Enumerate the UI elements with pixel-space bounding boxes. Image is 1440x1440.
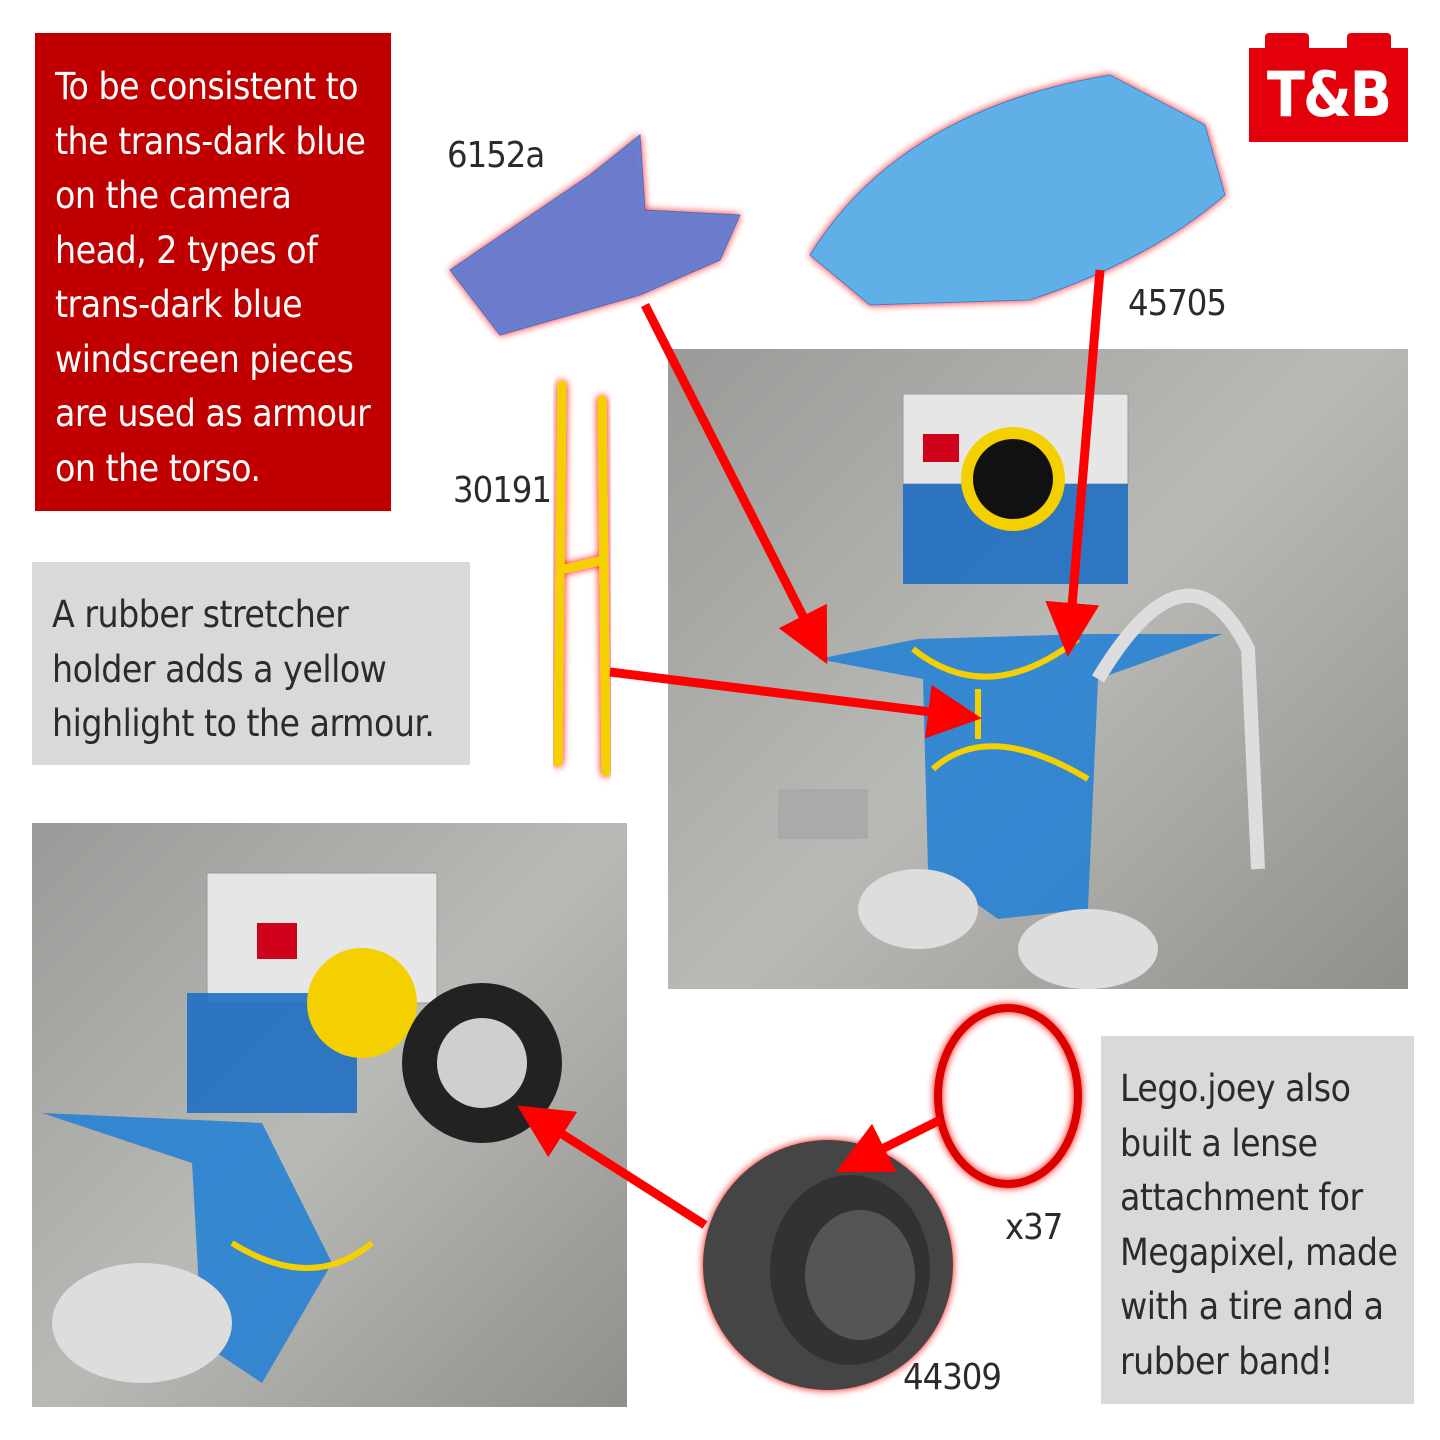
lens-note: Lego.joey also built a lense attachment … xyxy=(1101,1036,1414,1404)
part-label-x37: x37 xyxy=(1005,1207,1063,1248)
tb-logo: T&B xyxy=(1249,33,1408,142)
logo-text: T&B xyxy=(1266,58,1392,131)
robot-lens-illustration xyxy=(42,872,562,1383)
logo-stud xyxy=(1347,33,1391,51)
part-label-44309: 44309 xyxy=(903,1357,1002,1398)
stretcher-holder-part xyxy=(553,380,611,777)
part-label-45705: 45705 xyxy=(1128,283,1227,324)
tire-part xyxy=(703,1140,953,1390)
lens-attachment-photo xyxy=(32,823,627,1407)
robot-torso-photo xyxy=(668,349,1408,989)
robot-torso-illustration xyxy=(778,393,1265,989)
rubber-band-part xyxy=(934,1004,1082,1188)
logo-stud xyxy=(1265,33,1309,51)
part-label-30191: 30191 xyxy=(453,470,552,511)
windscreen-note: To be consistent to the trans-dark blue … xyxy=(35,33,391,511)
windscreen-45705-part xyxy=(809,74,1226,306)
stretcher-note: A rubber stretcher holder adds a yellow … xyxy=(32,562,470,765)
part-label-6152a: 6152a xyxy=(447,135,545,176)
